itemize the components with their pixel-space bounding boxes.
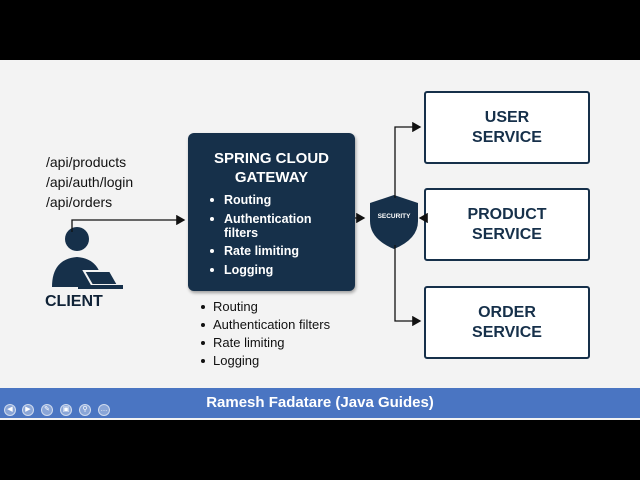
gateway-box: SPRING CLOUD GATEWAY Routing Authenticat…	[188, 133, 355, 291]
product-service-box: PRODUCT SERVICE	[424, 188, 590, 261]
slide-canvas: /api/products /api/auth/login /api/order…	[0, 60, 640, 420]
user-service-line2: SERVICE	[472, 128, 542, 146]
gateway-feature-routing: Routing	[208, 193, 334, 207]
order-service-label: ORDER SERVICE	[447, 303, 567, 343]
order-service-box: ORDER SERVICE	[424, 286, 590, 359]
gateway-feature-rate-limiting: Rate limiting	[208, 244, 334, 258]
gateway-feature-authentication: Authentication filters	[208, 212, 334, 240]
client-to-gateway-arrow	[71, 214, 186, 232]
lower-feature-authentication: Authentication filters	[200, 317, 330, 332]
product-service-label: PRODUCT SERVICE	[447, 205, 567, 245]
lower-feature-routing: Routing	[200, 299, 330, 314]
security-to-user-arrow	[394, 121, 422, 198]
client-label: CLIENT	[45, 293, 103, 310]
user-service-label: USER SERVICE	[447, 108, 567, 148]
lower-feature-rate-limiting: Rate limiting	[200, 335, 330, 350]
shield-icon	[370, 195, 418, 249]
pen-icon[interactable]: ✎	[41, 404, 53, 416]
gateway-title-line1: SPRING CLOUD	[213, 150, 329, 167]
slides-grid-icon[interactable]: ▣	[60, 404, 72, 416]
api-path-orders: /api/orders	[46, 194, 113, 210]
connector-arrows	[71, 121, 428, 327]
api-path-auth-login: /api/auth/login	[46, 174, 134, 190]
gateway-feature-list: Routing Authentication filters Rate limi…	[208, 193, 334, 281]
security-label: SECURITY	[377, 213, 411, 220]
user-laptop-icon	[52, 227, 123, 289]
order-service-line1: ORDER	[478, 303, 536, 321]
order-service-line2: SERVICE	[472, 323, 542, 341]
product-service-line1: PRODUCT	[467, 205, 547, 223]
lower-feature-list: Routing Authentication filters Rate limi…	[200, 299, 330, 371]
lower-feature-logging: Logging	[200, 353, 330, 368]
gateway-title-line2: GATEWAY	[234, 169, 309, 186]
footer-bar: Ramesh Fadatare (Java Guides)	[0, 388, 640, 418]
previous-slide-icon[interactable]: ◀	[4, 404, 16, 416]
security-to-order-arrow	[394, 245, 422, 327]
product-service-line2: SERVICE	[472, 225, 542, 243]
user-service-line1: USER	[484, 108, 530, 126]
gateway-feature-logging: Logging	[208, 263, 334, 277]
more-options-icon[interactable]: …	[98, 404, 110, 416]
gateway-title: SPRING CLOUD GATEWAY	[188, 149, 355, 187]
zoom-icon[interactable]: ⚲	[79, 404, 91, 416]
footer-author: Ramesh Fadatare (Java Guides)	[206, 394, 434, 411]
next-slide-icon[interactable]: ▶	[22, 404, 34, 416]
user-service-box: USER SERVICE	[424, 91, 590, 164]
api-path-products: /api/products	[46, 154, 127, 170]
